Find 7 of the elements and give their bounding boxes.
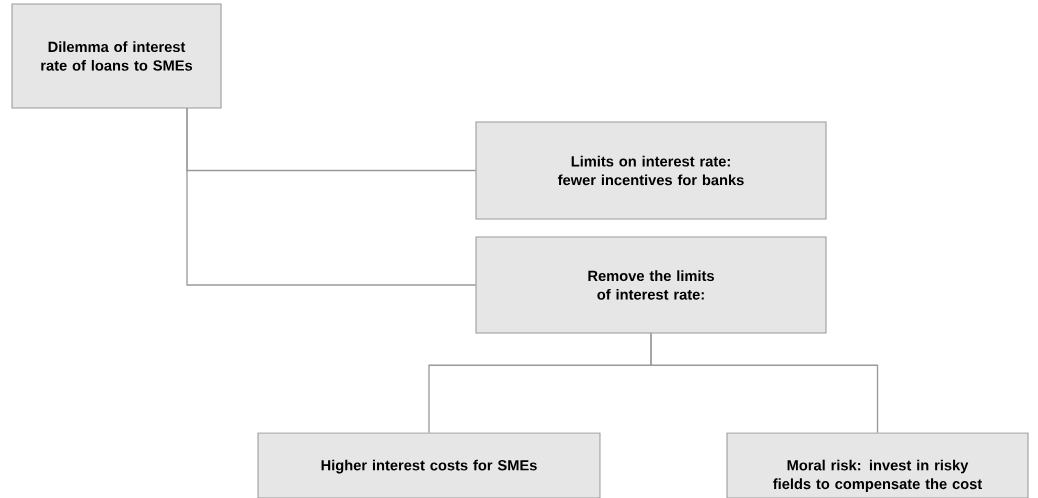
text-box: Moral risk: invest in risky fields to compensate the cost	[726, 432, 1029, 498]
text-box: Limits on interest rate: fewer incentives for banks	[475, 121, 827, 220]
connector-line	[186, 107, 477, 286]
connector-line	[650, 332, 879, 434]
text-box: Dilemma of interest rate of loans to SMEs	[11, 3, 222, 109]
text-box: Remove the limits of interest rate:	[475, 236, 827, 334]
text-box: Higher interest costs for SMEs	[257, 432, 601, 498]
